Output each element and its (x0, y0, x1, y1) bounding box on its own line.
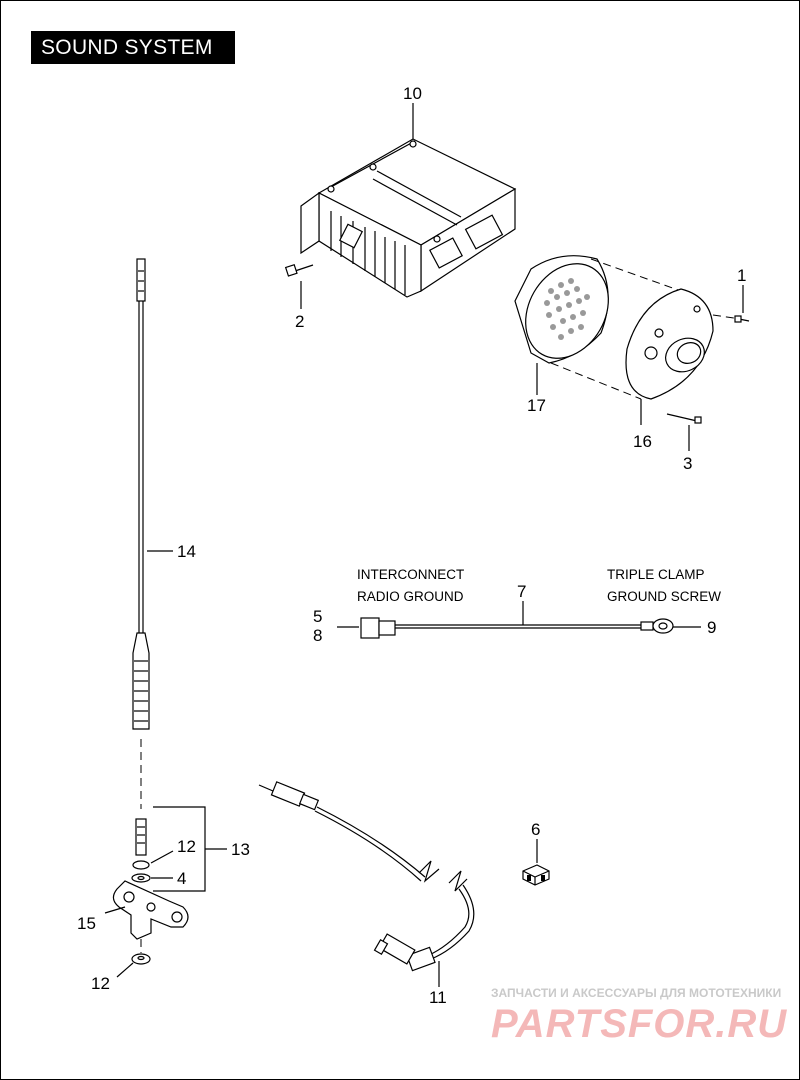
callout-16: 16 (633, 432, 652, 451)
callout-6: 6 (531, 820, 540, 839)
screw-2 (284, 263, 314, 277)
callout-14: 14 (177, 542, 196, 561)
callout-9: 9 (707, 618, 716, 637)
callout-13: 13 (231, 840, 250, 859)
watermark-tagline: ЗАПЧАСТИ И АКСЕССУАРЫ ДЛЯ МОТОТЕХНИКИ (491, 986, 781, 1000)
antenna-mast (132, 258, 150, 730)
callout-11: 11 (429, 988, 447, 1007)
note-radio-ground: RADIO GROUND (357, 589, 464, 604)
watermark-logo: PARTSFOR.RU (491, 1002, 787, 1046)
callout-12-lower: 12 (91, 974, 110, 993)
alignment-line-bottom (550, 362, 642, 400)
note-triple-clamp: TRIPLE CLAMP (607, 567, 705, 582)
callout-5: 5 (313, 607, 322, 626)
antenna-mount-bracket (112, 880, 189, 940)
nut-12-upper (132, 860, 150, 870)
radio-unit (300, 138, 517, 298)
callout-15: 15 (77, 914, 96, 933)
screw-1 (734, 315, 750, 323)
callout-8: 8 (313, 626, 322, 645)
alignment-line-screw1 (712, 314, 742, 320)
callout-2: 2 (295, 312, 304, 331)
antenna-base-stud (135, 818, 147, 856)
leader-12-lower (116, 962, 134, 978)
note-interconnect: INTERCONNECT (357, 567, 464, 582)
speaker-enclosure (514, 255, 609, 364)
leader-12-upper (150, 850, 174, 864)
alignment-line-top (590, 258, 682, 292)
leader-15 (104, 906, 126, 914)
callout-12-upper: 12 (177, 837, 196, 856)
page-title: SOUND SYSTEM (31, 31, 235, 64)
screw-3 (666, 413, 702, 424)
antenna-cable (258, 781, 475, 972)
callout-3: 3 (683, 454, 692, 473)
callout-17: 17 (527, 396, 546, 415)
note-ground-screw: GROUND SCREW (607, 589, 721, 604)
ground-wire-assembly (360, 617, 674, 639)
callout-7: 7 (517, 582, 526, 601)
speaker (625, 288, 714, 400)
fuse (522, 864, 550, 886)
callout-10: 10 (403, 84, 422, 103)
callout-1: 1 (737, 266, 746, 285)
callout-4: 4 (177, 869, 186, 888)
